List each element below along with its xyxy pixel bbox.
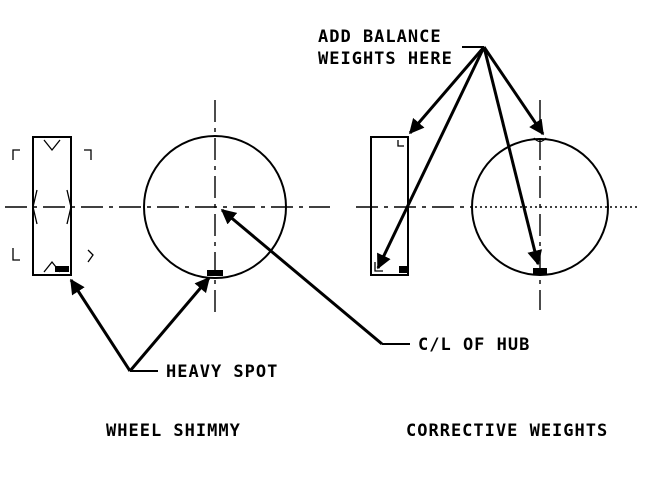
corrective-weights-group [356,100,640,310]
left-wheel-front-view [143,135,287,279]
add-weights-arrow-side-bottom [376,46,486,270]
add-weights-arrow-front-top [482,46,545,136]
add-weights-arrow-front-bottom [482,46,543,266]
add-weights-arrow-side-top [408,46,486,135]
corrective-weights-caption: CORRECTIVE WEIGHTS [406,421,608,441]
wheel-shimmy-caption: WHEEL SHIMMY [106,421,241,441]
right-tire-side-view [370,136,409,276]
heavy-spot-front-marker [207,270,223,276]
weight-bottom-side-marker [374,262,383,272]
hub-centerline-arrow [220,208,383,346]
add-balance-label-line2: WEIGHTS HERE [318,49,453,69]
wobble-top-right-mark [84,149,92,160]
weight-top-side-marker [397,140,404,147]
wobble-top-left-mark [12,149,20,160]
hub-centerline-label: C/L OF HUB [418,335,530,355]
shimmy-left-mark [32,189,38,225]
right-wheel-front-view [471,138,609,276]
heavy-spot-right-side-marker [399,266,408,273]
leader-arrows [69,46,545,372]
shimmy-right-mark [66,189,72,225]
shimmy-top-mark [43,139,61,152]
heavy-spot-arrow-side [69,278,132,372]
heavy-spot-arrow-front [128,276,211,372]
left-tire-side-view [32,136,72,276]
weight-bottom-front-marker [533,268,547,274]
add-balance-label-line1: ADD BALANCE [318,27,442,47]
wobble-bottom-left-mark [12,248,20,261]
heavy-spot-label: HEAVY SPOT [166,362,278,382]
wheel-shimmy-group [5,100,330,312]
weight-top-front-marker [533,137,547,143]
wobble-bottom-right-mark [87,249,94,263]
heavy-spot-side-marker [55,266,69,272]
